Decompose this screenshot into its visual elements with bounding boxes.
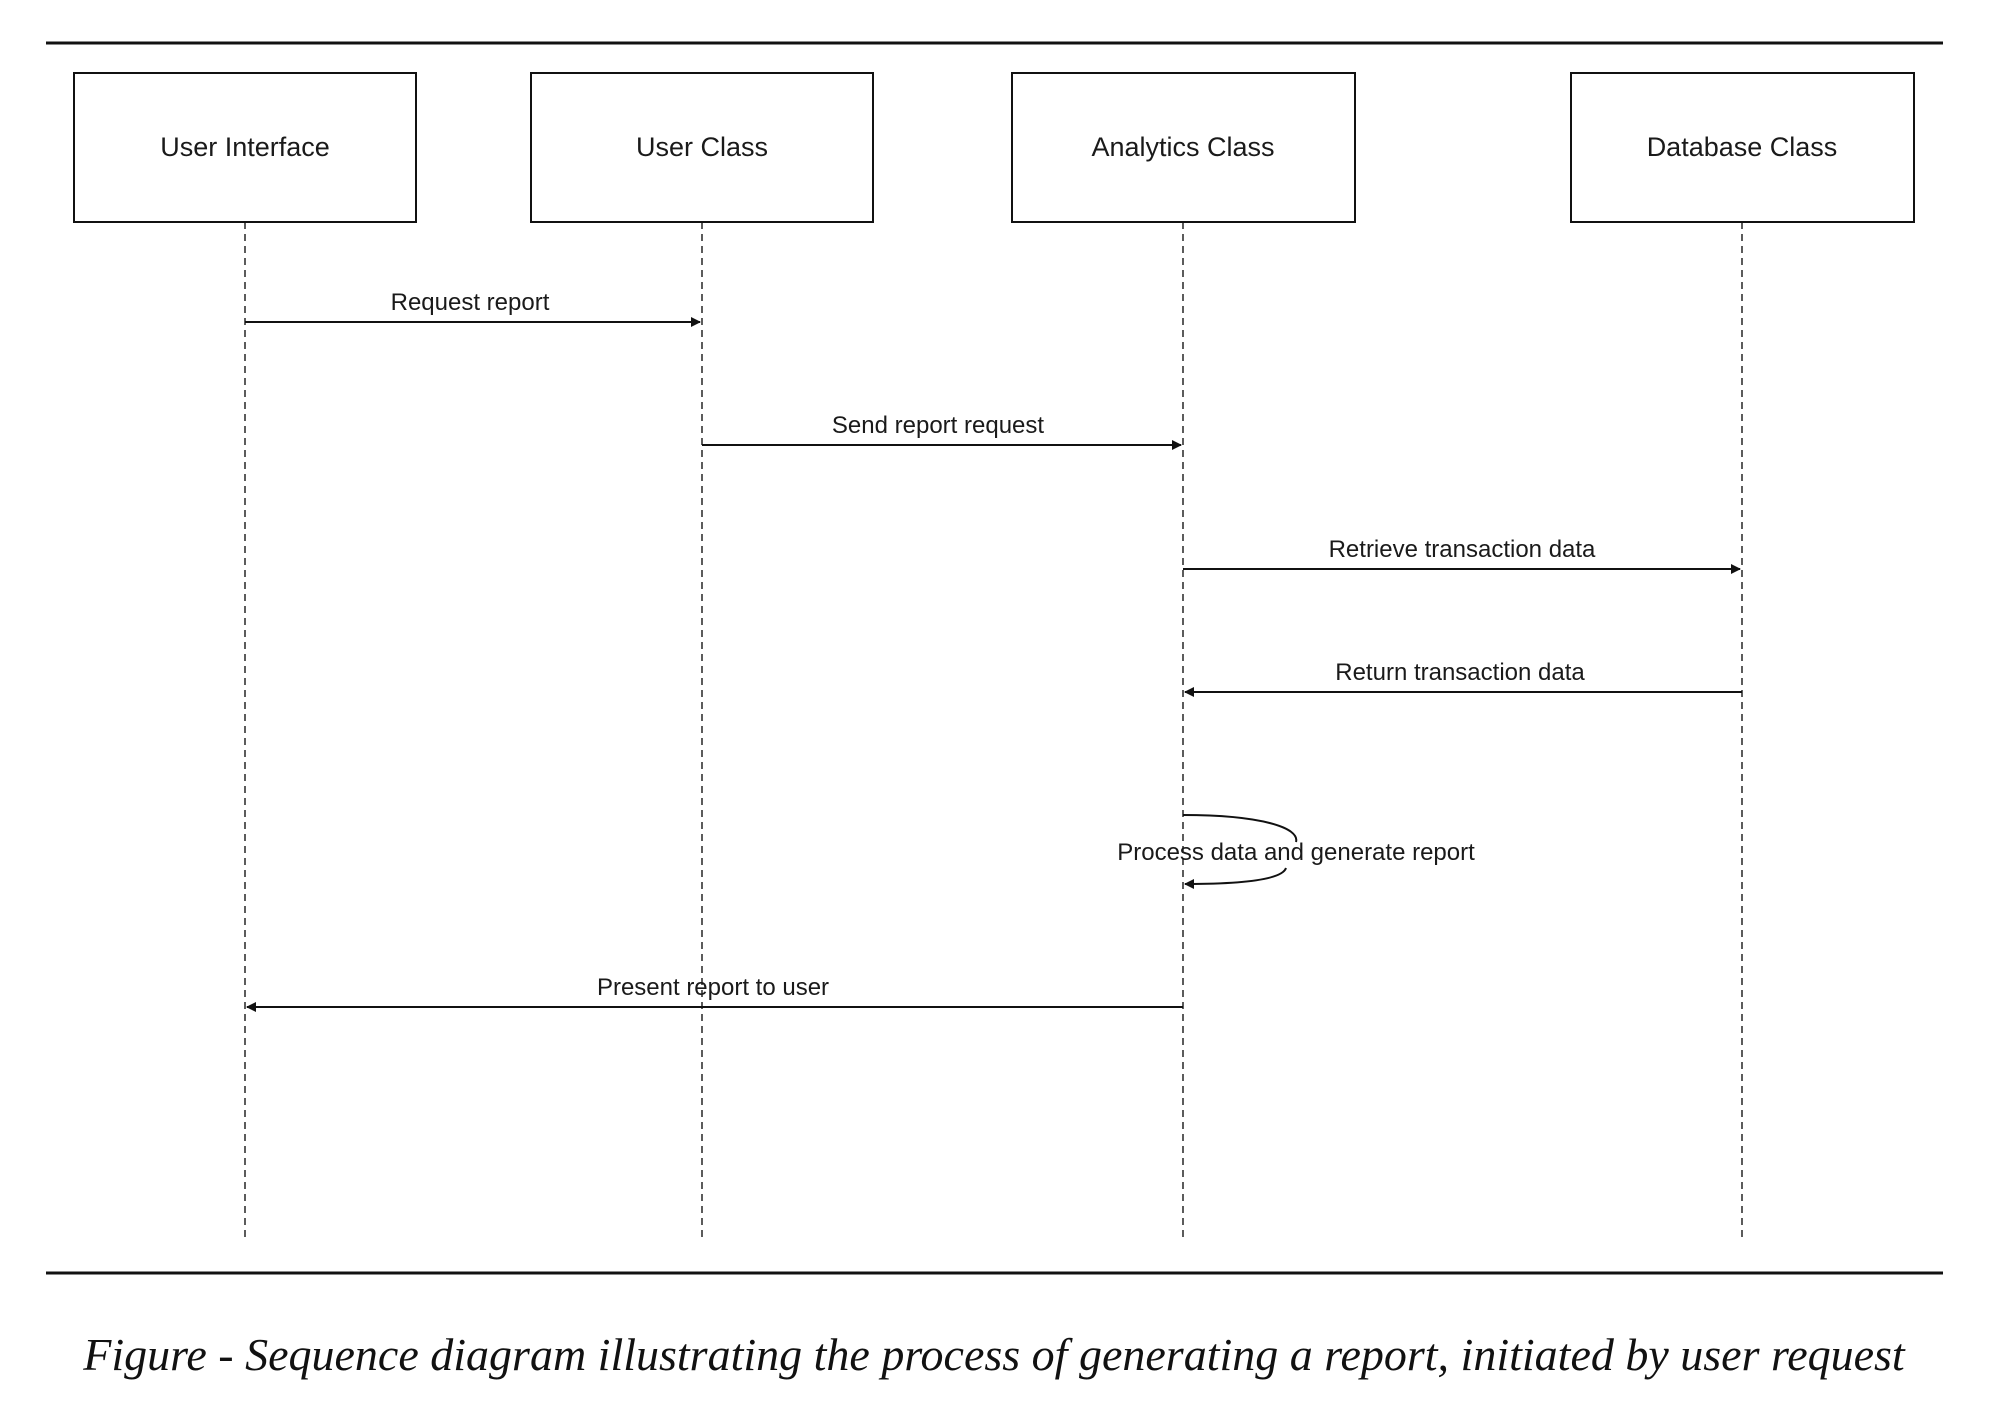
message-label: Send report request <box>832 412 1044 439</box>
message-label: Retrieve transaction data <box>1329 536 1596 563</box>
message-present-report: Present report to user <box>246 974 1183 1012</box>
participant-analytics-class: Analytics Class <box>1011 72 1356 223</box>
participant-user-class: User Class <box>530 72 874 223</box>
message-label: Present report to user <box>597 974 829 1001</box>
participant-label: Database Class <box>1647 132 1838 162</box>
message-label: Return transaction data <box>1335 659 1585 686</box>
message-send-report-request: Send report request <box>702 412 1182 450</box>
self-message-arrow <box>1183 814 1298 884</box>
participant-label: User Class <box>636 132 768 162</box>
participant-user-interface: User Interface <box>73 72 417 223</box>
participant-label: User Interface <box>160 132 330 162</box>
message-retrieve-transaction-data: Retrieve transaction data <box>1183 536 1741 574</box>
participant-database-class: Database Class <box>1570 72 1915 223</box>
message-label: Process data and generate report <box>1117 839 1475 866</box>
message-process-data-self: Process data and generate report <box>1117 814 1475 884</box>
figure-caption: Figure - Sequence diagram illustrating t… <box>82 1329 1906 1380</box>
message-request-report: Request report <box>245 289 701 327</box>
message-return-transaction-data: Return transaction data <box>1184 659 1742 697</box>
participant-label: Analytics Class <box>1091 132 1274 162</box>
message-label: Request report <box>391 289 550 316</box>
